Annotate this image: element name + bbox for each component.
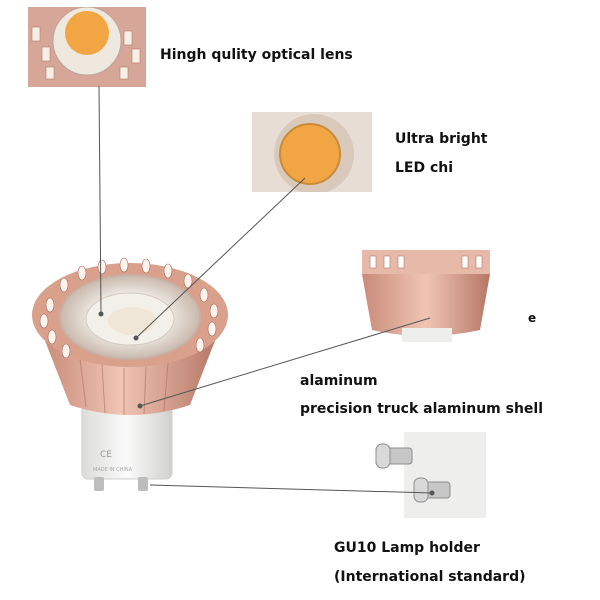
label-optical-lens: Hingh qulity optical lens — [160, 47, 353, 63]
ce-mark: CE — [100, 450, 112, 460]
made-in-mark: MADE IN CHINA — [93, 467, 133, 473]
label-shell-line2: precision truck alaminum shell — [300, 401, 544, 417]
gu10-pin-bottom — [413, 477, 451, 503]
gu10-bulb-illustration: CE MADE IN CHINA — [32, 257, 228, 491]
bulb-pin-right — [138, 477, 148, 491]
inset-shell-closeup — [362, 250, 490, 342]
inset-chip-closeup — [252, 112, 372, 192]
label-shell-line1: alaminum — [300, 373, 378, 389]
led-chip-glow — [280, 124, 340, 184]
bulb-pin-left — [94, 477, 104, 491]
label-cut-fragment: e — [528, 311, 537, 325]
leader-line-chip — [135, 177, 306, 339]
inset-pins-closeup — [375, 432, 486, 518]
inset-lens-closeup — [28, 7, 146, 87]
leader-line-holder — [149, 484, 433, 494]
leader-line-shell — [139, 317, 431, 407]
label-lamp-holder-line1: GU10 Lamp holder — [334, 540, 480, 556]
lens-chip-glow — [65, 11, 109, 55]
label-led-chip-line2: LED chi — [395, 160, 454, 176]
led-chip — [108, 307, 156, 335]
leader-line-lens — [98, 85, 102, 313]
gu10-pin-top — [375, 443, 413, 469]
label-lamp-holder-line2: (International standard) — [334, 569, 526, 585]
label-led-chip-line1: Ultra bright — [395, 131, 488, 147]
